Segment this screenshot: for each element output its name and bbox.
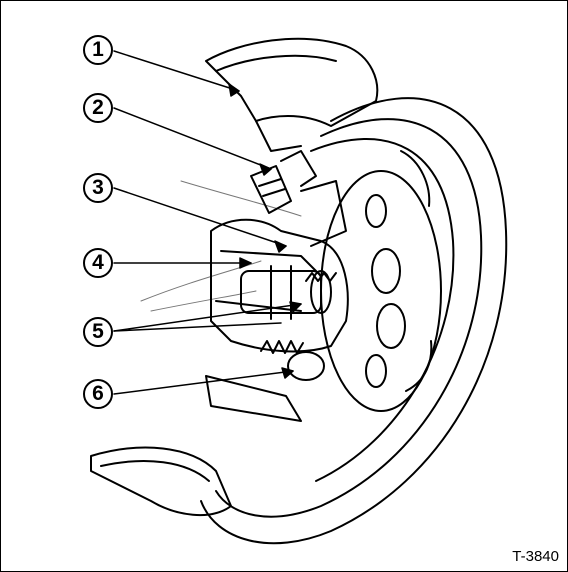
callout-4: 4 — [83, 248, 113, 278]
wheel-cylinder — [240, 265, 337, 320]
callout-3: 3 — [83, 173, 113, 203]
shield-lower — [90, 446, 232, 517]
background-lines — [140, 180, 302, 312]
adjuster-spring — [205, 340, 325, 422]
retaining-clips — [250, 150, 347, 247]
figure-code-label: T-3840 — [512, 548, 559, 565]
drum-outer-rim — [200, 97, 508, 545]
callout-2: 2 — [83, 93, 113, 123]
callout-6: 6 — [83, 379, 113, 409]
leader-lines — [113, 50, 302, 395]
brake-bracket — [210, 218, 349, 353]
callout-5: 5 — [83, 317, 113, 347]
shield-upper — [205, 37, 379, 152]
inner-drum-face — [320, 150, 442, 412]
callout-1: 1 — [83, 35, 113, 65]
